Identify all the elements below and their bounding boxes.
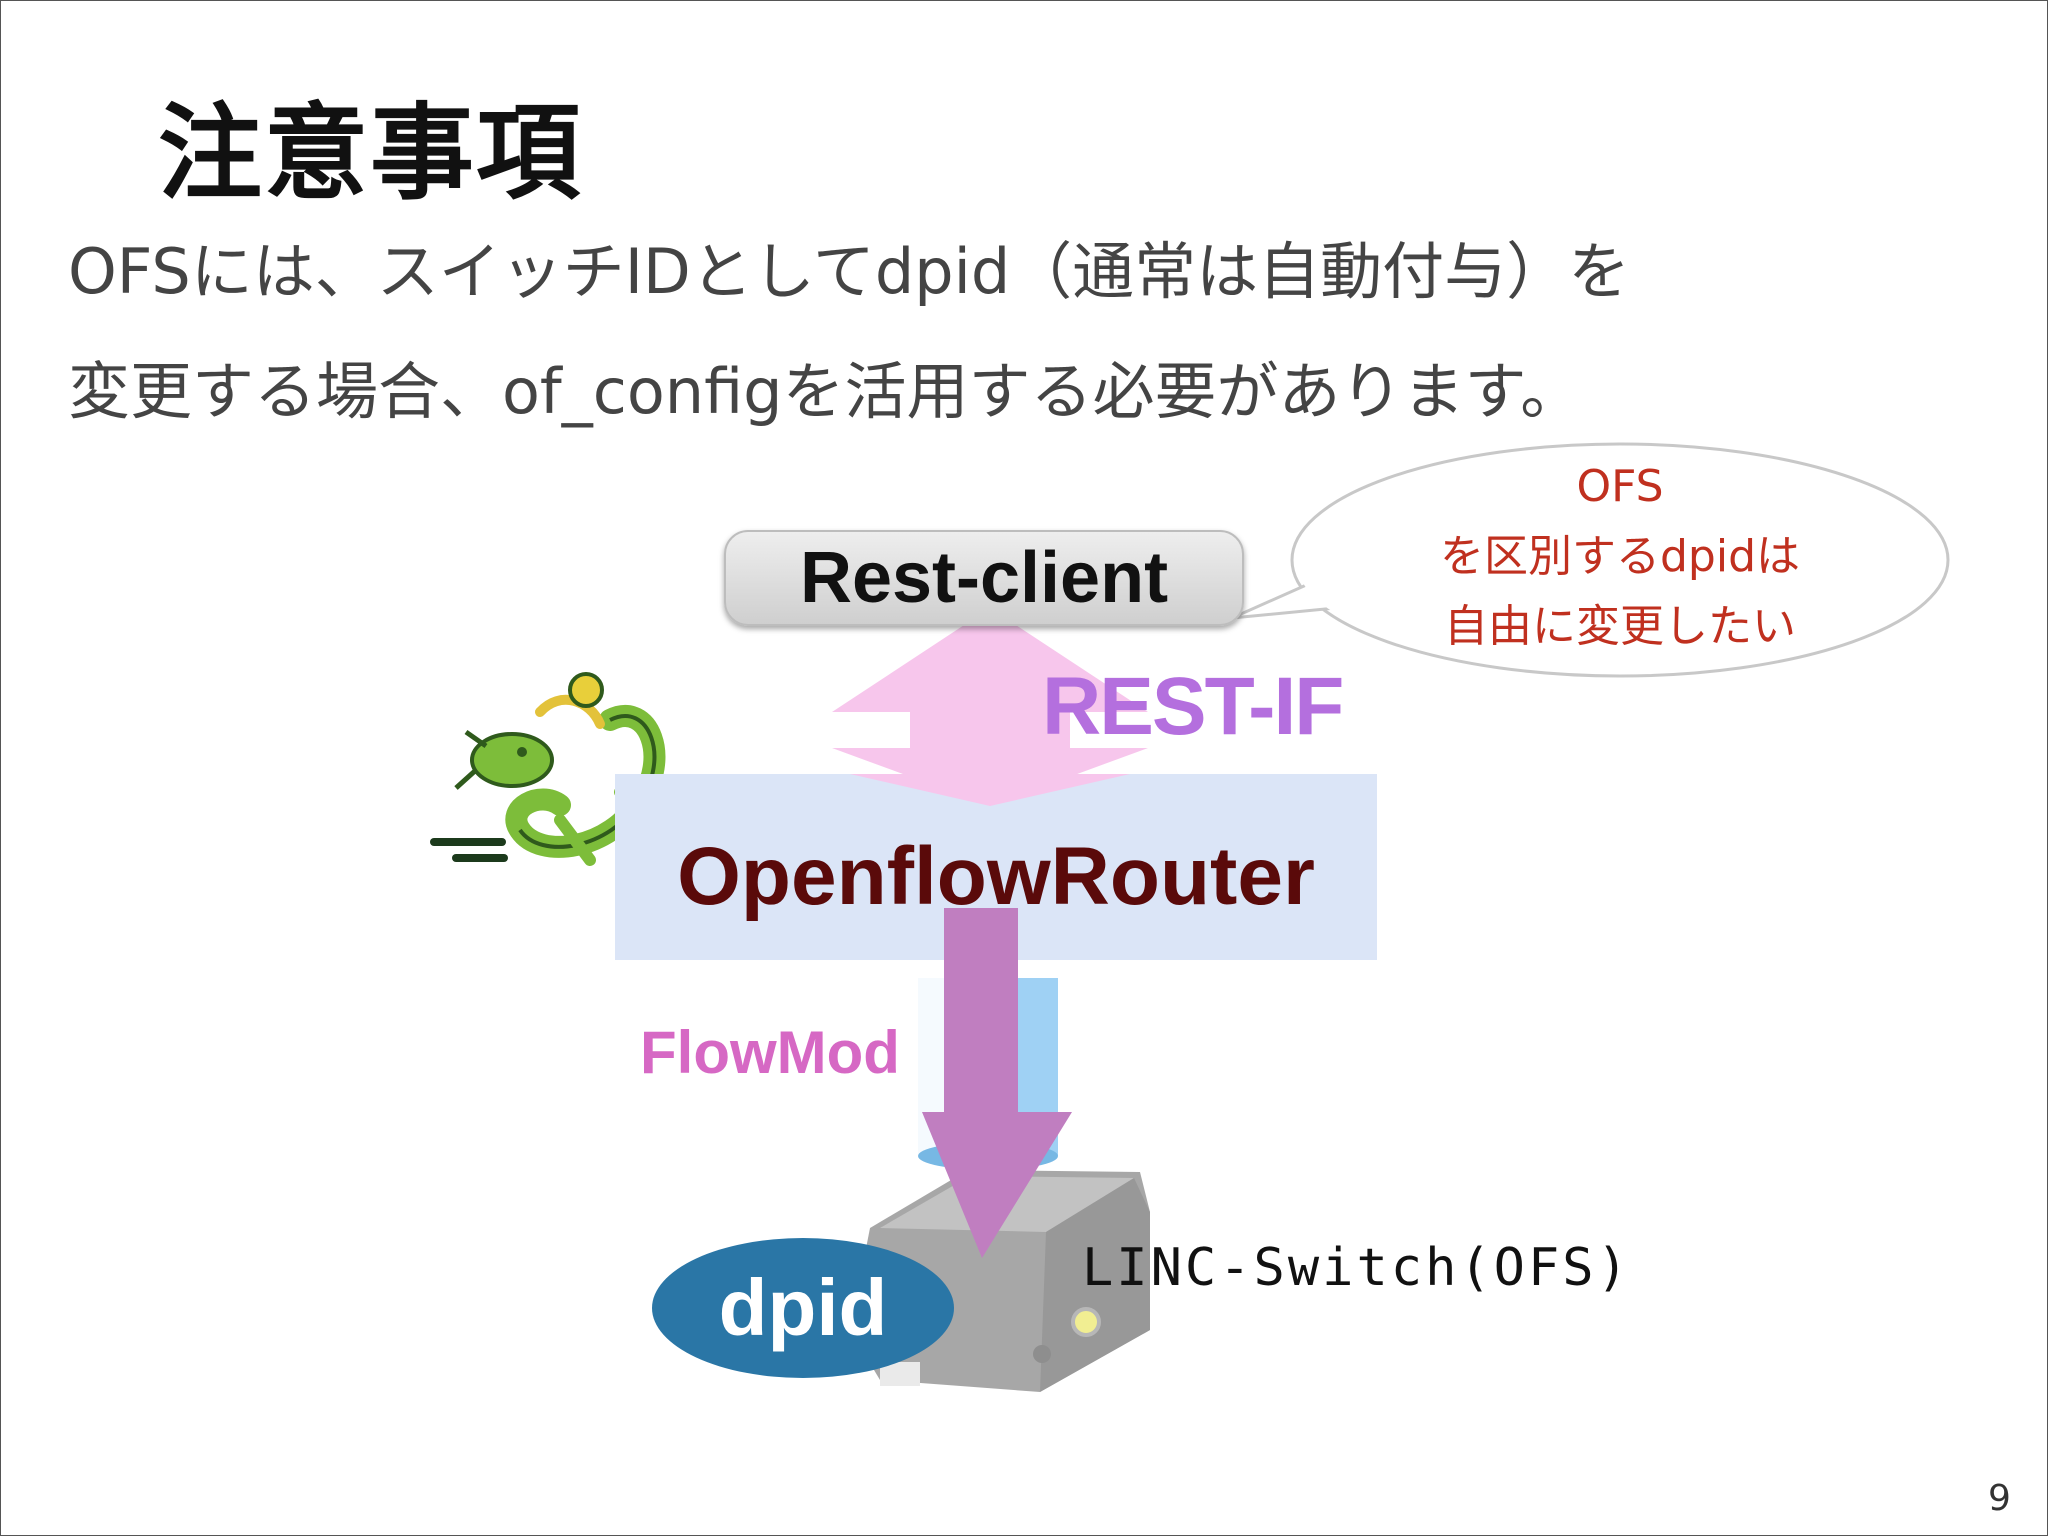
- down-arrow-icon: [922, 908, 1072, 1258]
- slide-title: 注意事項: [158, 92, 583, 214]
- linc-switch-label: LINC-Switch(OFS): [1082, 1238, 1631, 1298]
- rest-if-label: REST-IF: [1042, 661, 1344, 752]
- double-arrow-lower-tip-icon: [850, 774, 1130, 806]
- dpid-ellipse: dpid: [652, 1238, 954, 1378]
- body-line-1: OFSには、スイッチIDとしてdpid（通常は自動付与）を: [68, 235, 1631, 308]
- openflow-router-label: OpenflowRouter: [677, 831, 1315, 922]
- body-line-2: 変更する場合、of_configを活用する必要があります。: [68, 355, 1583, 428]
- callout-bubble: OFS を区別するdpidは 自由に変更したい: [1380, 452, 1860, 662]
- flowmod-label: FlowMod: [640, 1019, 900, 1086]
- dpid-label: dpid: [718, 1263, 888, 1352]
- callout-line-3: 自由に変更したい: [1444, 601, 1796, 652]
- rest-client-box: Rest-client: [724, 530, 1244, 626]
- double-arrow-icon: [832, 608, 1148, 806]
- rest-client-label: Rest-client: [799, 538, 1169, 618]
- dragon-mascot-icon: [430, 672, 696, 866]
- slide-body: OFSには、スイッチIDとしてdpid（通常は自動付与）を 変更する場合、of_…: [68, 212, 1630, 452]
- callout-line-2: を区別するdpidは: [1439, 531, 1800, 582]
- callout-line-1: OFS: [1576, 461, 1664, 512]
- page-number: 9: [1988, 1478, 2011, 1519]
